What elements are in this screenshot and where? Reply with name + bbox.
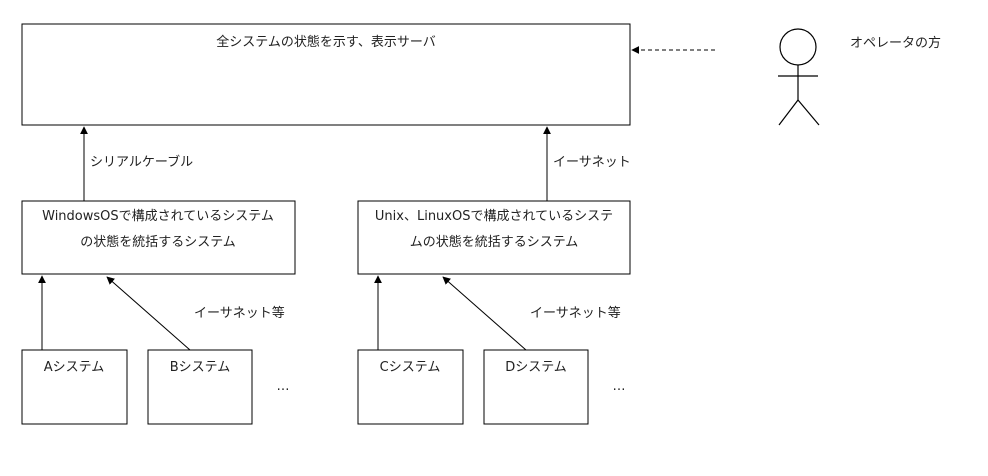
windows-aggregator-label-line2: の状態を統括するシステム (80, 234, 236, 250)
more-systems-right: … (613, 379, 626, 394)
more-systems-left: … (277, 379, 290, 394)
display-server-box (21, 23, 631, 126)
system-d-arrow (442, 276, 527, 351)
unix-aggregator-label-line1: Unix、LinuxOSで構成されているシステ (375, 209, 613, 224)
display-server-label: 全システムの状態を示す、表示サーバ (216, 34, 435, 50)
unix-aggregator-label-line2: ムの状態を統括するシステム (410, 234, 579, 250)
system-b-label: Bシステム (170, 360, 231, 375)
ethernet-etc-right-label: イーサネット等 (530, 305, 621, 321)
operator-label: オペレータの方 (850, 35, 941, 51)
system-b-box (147, 349, 253, 425)
system-c-box (357, 349, 464, 425)
system-a-box (21, 349, 128, 425)
ethernet-etc-left-label: イーサネット等 (194, 305, 285, 321)
system-a-label: Aシステム (44, 360, 105, 375)
unix-aggregator-box (357, 200, 631, 275)
operator-icon (778, 28, 820, 126)
system-d-label: Dシステム (505, 360, 567, 375)
serial-cable-label: シリアルケーブル (90, 154, 193, 170)
ethernet-label: イーサネット (553, 155, 631, 170)
windows-aggregator-label-line1: WindowsOSで構成されているシステム (42, 209, 274, 224)
system-c-label: Cシステム (380, 360, 441, 375)
windows-aggregator-box (21, 200, 296, 275)
system-d-box (483, 349, 589, 425)
system-b-arrow (106, 276, 191, 351)
